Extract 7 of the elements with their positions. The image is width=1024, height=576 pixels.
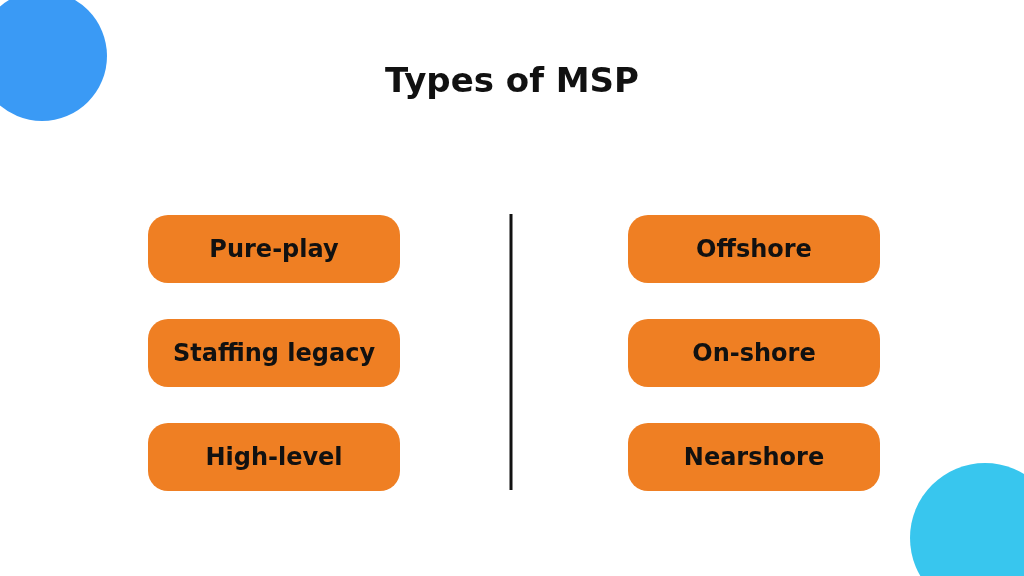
category-pill: On-shore [628,319,880,387]
category-pill: Nearshore [628,423,880,491]
category-pill: High-level [148,423,400,491]
title: Types of MSP [384,60,640,100]
category-pill: Offshore [628,215,880,283]
category-pill: Staffing legacy [148,319,400,387]
category-pill: Pure-play [148,215,400,283]
